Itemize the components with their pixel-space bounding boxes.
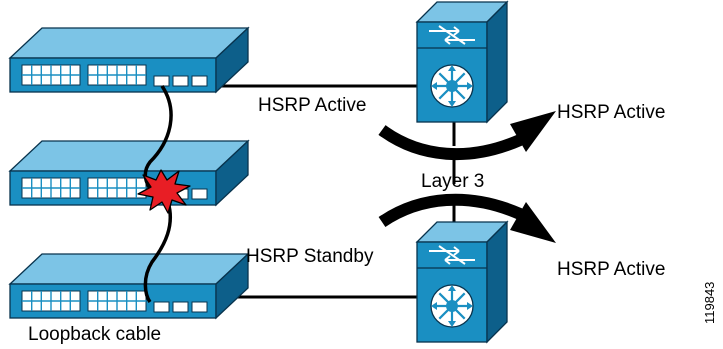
- figure-id: 119843: [702, 282, 717, 324]
- failover-arrow-bottom: [378, 193, 556, 243]
- label-layer3: Layer 3: [421, 171, 484, 192]
- label-hsrp-active-top-right: HSRP Active: [557, 102, 665, 123]
- access-switch-top: [9, 27, 249, 93]
- loopback-cable-upper: [143, 85, 173, 198]
- label-hsrp-standby: HSRP Standby: [246, 246, 374, 267]
- label-hsrp-active-bottom-right: HSRP Active: [557, 259, 665, 280]
- loopback-cable-lower: [143, 201, 173, 304]
- failover-arrow-top: [378, 111, 556, 161]
- label-hsrp-active-left: HSRP Active: [258, 95, 366, 116]
- multilayer-switch-top: [415, 0, 509, 124]
- failure-burst-icon: [137, 169, 191, 214]
- label-loopback-cable: Loopback cable: [28, 324, 161, 345]
- multilayer-switch-bottom: [415, 220, 509, 344]
- access-switch-middle: [9, 140, 249, 206]
- access-switch-bottom: [9, 253, 249, 319]
